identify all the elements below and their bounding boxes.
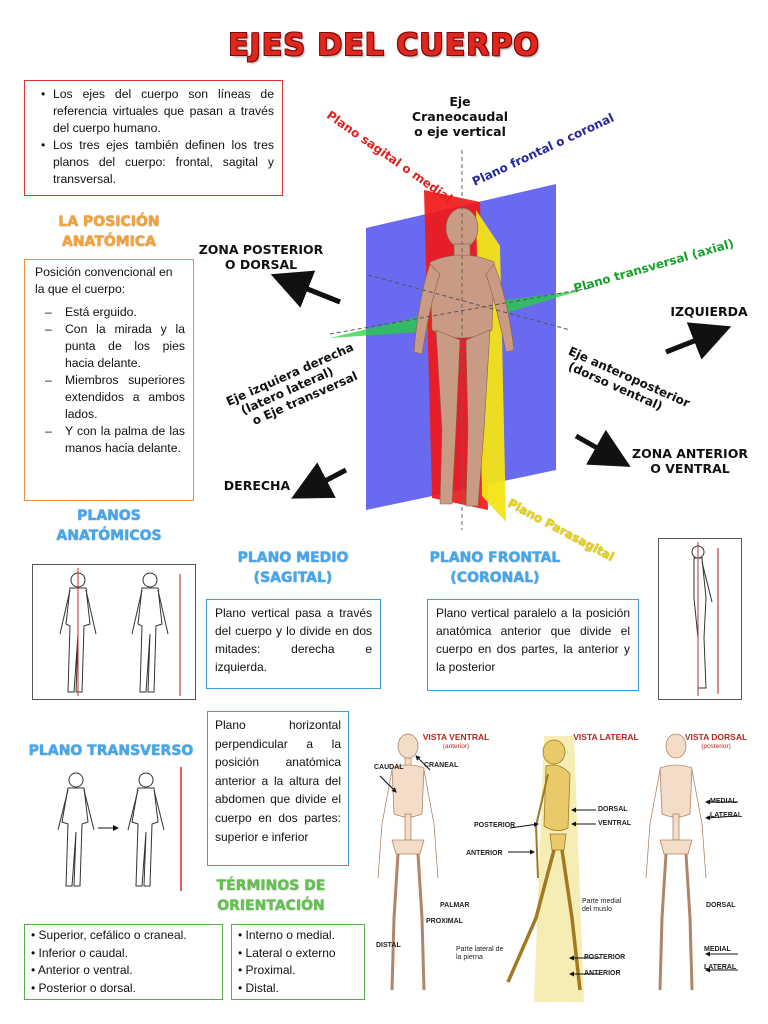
label-distal: DISTAL [376,942,401,949]
page-title: EJES DEL CUERPO [228,28,540,63]
label-craneal: CRANEAL [424,762,459,769]
posicion-box: Posición convencional en la que el cuerp… [24,259,194,501]
human-figure [413,207,515,507]
termino-item: • Posterior o dorsal. [31,980,136,995]
label-medial-1: MEDIAL [710,798,737,805]
terminos-heading: TÉRMINOS DE ORIENTACIÓN [216,878,326,914]
plano-medio-box: Plano vertical pasa a través del cuerpo … [206,599,381,689]
termino-item: • Inferior o caudal. [31,945,128,960]
plano-transverso-heading: PLANO TRANSVERSO [28,743,194,759]
label-proximal: PROXIMAL [426,918,463,925]
termino-item: • Interno o medial. [238,928,335,942]
plano-frontal-box: Plano vertical paralelo a la posición an… [427,599,639,691]
plano-transverso-box: Plano horizontal perpendicular a la posi… [207,711,349,866]
posicion-list: Está erguido. Con la mirada y la punta d… [35,304,185,457]
arrow-posterior [270,270,341,308]
frontal-figure [658,538,742,700]
skeleton-dorsal [645,733,707,991]
plano-medio-heading: PLANO MEDIO (SAGITAL) [237,550,349,586]
label-lateral-2: LATERAL [704,964,737,971]
label-lateral-1: LATERAL [710,812,743,819]
planos-figures [32,564,196,700]
derecha-label: DERECHA [223,478,291,493]
planos-heading: PLANOS ANATÓMICOS [56,508,162,544]
posicion-intro: Posición convencional en la que el cuerp… [35,265,173,296]
label-parte-lateral: Parte lateral de la pierna [456,946,504,961]
arrow-anterior [574,429,631,467]
eje-craneocaudal-label: Eje Craneocaudal o eje vertical [411,94,509,139]
posicion-heading: LA POSICIÓN ANATÓMICA [58,214,160,250]
label-dorsal-1: DORSAL [598,806,628,813]
intro-list: Los ejes del cuerpo son líneas de refere… [39,86,274,188]
termino-item: • Superior, cefálico o craneal. [31,928,187,942]
terminos-right-box: • Interno o medial. • Lateral o externo … [231,924,365,1000]
vista-ventral-title: VISTA VENTRAL (anterior) [422,732,490,751]
body-planes-diagram [270,150,732,530]
label-caudal: CAUDAL [374,764,404,771]
termino-item: • Lateral o externo [238,945,336,960]
label-posterior-2: POSTERIOR [584,954,626,961]
terminos-left-box: • Superior, cefálico o craneal. • Inferi… [24,924,223,1000]
transverso-figures [57,772,165,887]
izquierda-label: IZQUIERDA [670,304,748,319]
posicion-item: Y con la palma de las manos hacia delant… [45,423,185,457]
label-anterior-1: ANTERIOR [466,850,503,857]
label-posterior-1: POSTERIOR [474,822,516,829]
skeleton-illustration [377,733,739,1002]
posicion-item: Está erguido. [45,304,185,321]
vista-lateral-title: VISTA LATERAL [573,732,639,742]
termino-item: • Proximal. [238,963,296,977]
transverso-divider [180,767,182,891]
intro-item: Los tres ejes también definen los tres p… [41,137,274,188]
arrow-izquierda [665,322,732,360]
posicion-item: Con la mirada y la punta de los pies hac… [45,321,185,372]
termino-item: • Anterior o ventral. [31,963,133,977]
plano-frontal-heading: PLANO FRONTAL (CORONAL) [429,550,561,586]
skeleton-ventral [377,733,439,991]
arrow-derecha [291,462,348,499]
intro-item: Los ejes del cuerpo son líneas de refere… [41,86,274,137]
termino-item: • Distal. [238,980,279,995]
label-palmar: PALMAR [440,902,470,909]
zona-posterior-label: ZONA POSTERIOR O DORSAL [198,242,324,272]
label-ventral: VENTRAL [598,820,632,827]
label-dorsal-2: DORSAL [706,902,736,909]
vista-dorsal-title: VISTA DORSAL (posterior) [684,732,748,751]
label-medial-2: MEDIAL [704,946,731,953]
intro-box: Los ejes del cuerpo son líneas de refere… [24,80,283,196]
posicion-item: Miembros superiores extendidos a ambos l… [45,372,185,423]
skeleton-lateral [506,739,582,991]
label-parte-medial: Parte medial del muslo [582,898,622,913]
label-anterior-2: ANTERIOR [584,970,621,977]
zona-anterior-label: ZONA ANTERIOR O VENTRAL [632,446,748,476]
